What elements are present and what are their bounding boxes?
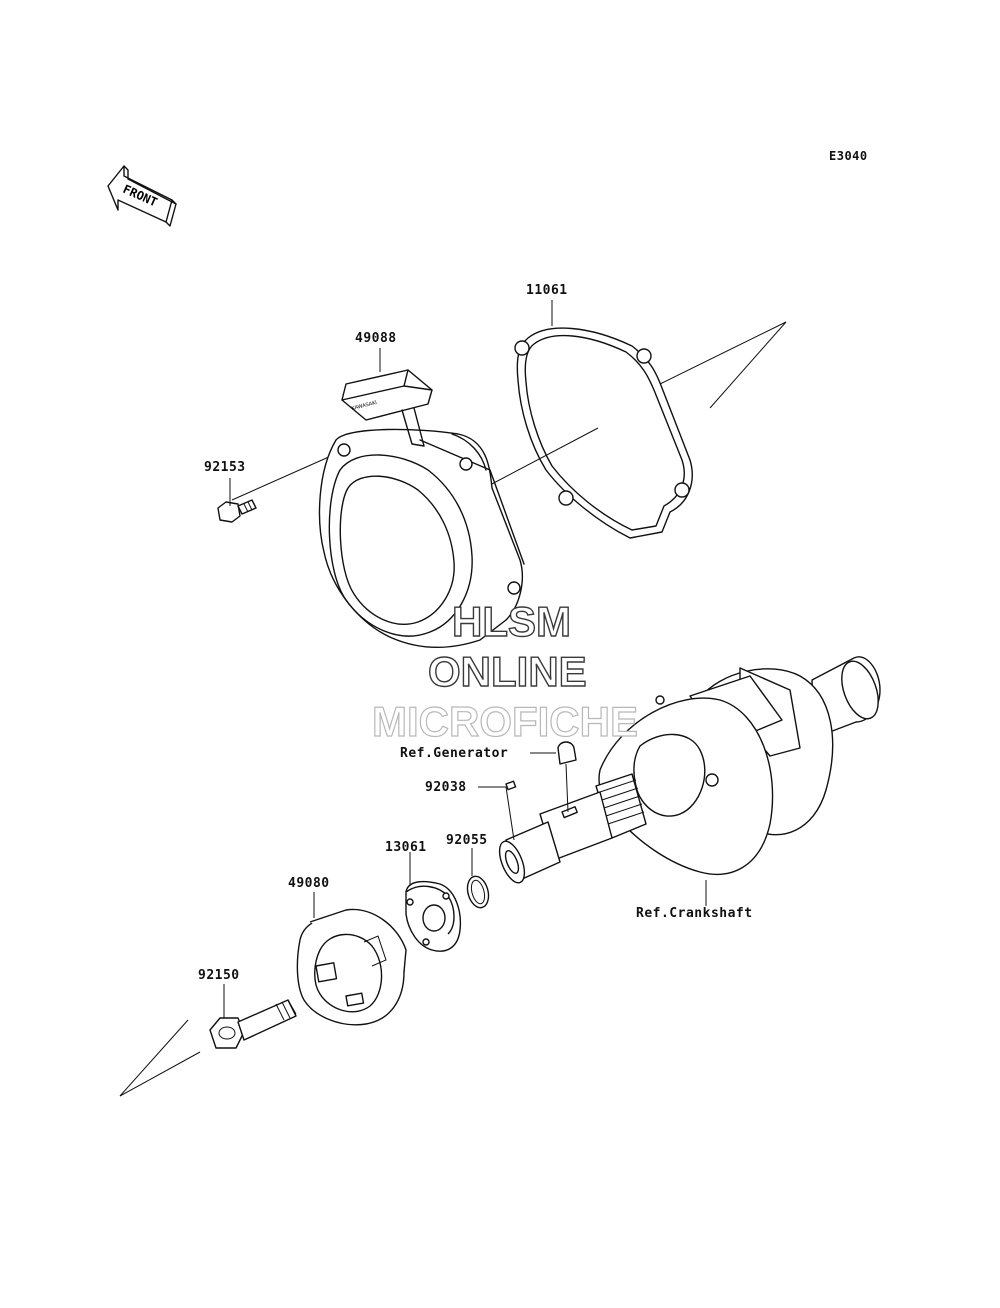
watermark-line2: ONLINE xyxy=(427,647,587,695)
bolt-92150 xyxy=(209,999,297,1049)
woodruff-key xyxy=(557,741,577,765)
part-label-92055[interactable]: 92055 xyxy=(446,833,488,848)
front-arrow-icon: FRONT xyxy=(107,165,177,227)
plate-13061 xyxy=(405,880,462,952)
part-label-11061[interactable]: 11061 xyxy=(526,283,568,298)
leader-lines xyxy=(223,300,707,1018)
part-label-92150[interactable]: 92150 xyxy=(198,968,240,983)
part-label-49088[interactable]: 49088 xyxy=(355,331,397,346)
assembly-axis-lines xyxy=(119,321,787,1097)
part-label-92038[interactable]: 92038 xyxy=(425,780,467,795)
gasket-11061 xyxy=(514,327,693,539)
ref-crankshaft-label[interactable]: Ref.Crankshaft xyxy=(636,906,753,921)
diagram-code: E3040 xyxy=(829,149,868,163)
starter-pulley-49080 xyxy=(296,908,407,1026)
part-label-49080[interactable]: 49080 xyxy=(288,876,330,891)
key-92038 xyxy=(505,780,517,791)
part-label-92153[interactable]: 92153 xyxy=(204,460,246,475)
ref-generator-label[interactable]: Ref.Generator xyxy=(400,746,509,761)
o-ring-92055 xyxy=(466,875,490,909)
part-label-13061[interactable]: 13061 xyxy=(385,840,427,855)
crankshaft xyxy=(498,656,881,884)
bolt-92153 xyxy=(217,499,257,523)
watermark-line3: MICROFICHE xyxy=(371,697,638,745)
recoil-starter-49088: KAWASAKI xyxy=(318,369,525,648)
watermark-line1: HLSM xyxy=(451,597,571,645)
